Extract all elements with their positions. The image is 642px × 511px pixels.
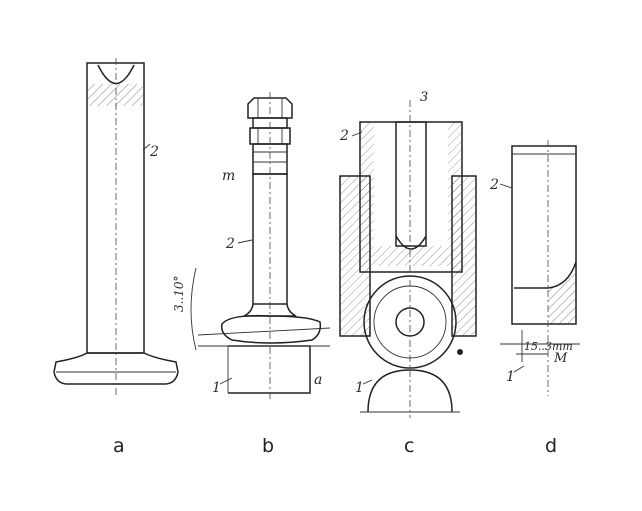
caption-d: d <box>545 435 557 457</box>
push-rod-c <box>395 121 427 247</box>
label-m-b: m <box>222 168 235 184</box>
figure-b: 3..10° m 2 1 a <box>172 92 331 400</box>
label-part-3-c: 3 <box>420 90 428 105</box>
label-part-1-c: 1 <box>355 380 364 396</box>
figure-a: 2 <box>53 58 179 395</box>
tappet-stem-a <box>86 62 145 354</box>
label-a-b: a <box>314 372 322 388</box>
tappet-head-b <box>220 314 322 344</box>
label-part-1-b: 1 <box>212 380 221 396</box>
cam-b <box>228 345 311 394</box>
caption-a: a <box>113 435 125 457</box>
tappet-head-a <box>53 352 179 385</box>
label-part-2-b: 2 <box>225 236 235 252</box>
caption-c: c <box>404 435 414 457</box>
label-part-2-d: 2 <box>489 177 499 193</box>
label-angle-b: 3..10° <box>172 275 186 312</box>
figure-c: 3 2 1 <box>339 90 477 418</box>
figure-d: 15..3mm M 2 1 <box>489 140 580 396</box>
label-part-2-c: 2 <box>339 128 349 144</box>
tappet-body-d <box>511 145 577 325</box>
adjust-bolt-head <box>247 97 293 119</box>
label-m-d: M <box>553 351 568 366</box>
label-part-1-d: 1 <box>506 369 515 385</box>
socket-hatch-a <box>88 84 143 106</box>
caption-b: b <box>262 435 274 457</box>
label-part-2-a: 2 <box>149 144 159 160</box>
label-dim-d: 15..3mm <box>524 340 573 353</box>
